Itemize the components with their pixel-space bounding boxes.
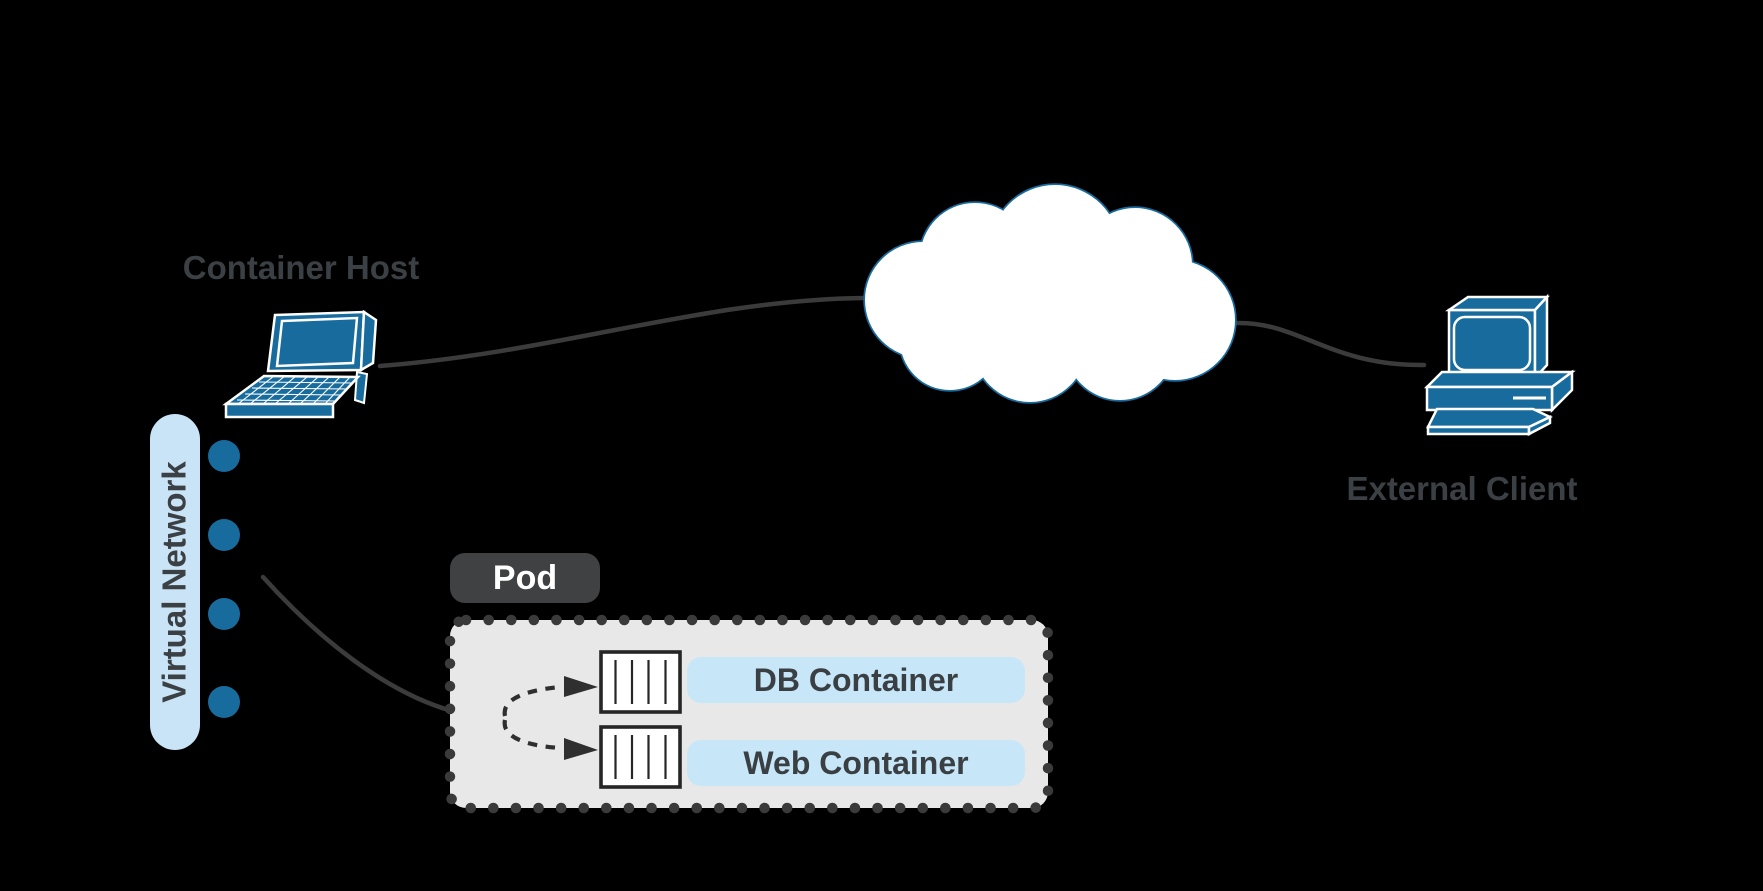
virtual-network-node: Virtual Network <box>150 414 200 750</box>
cloud-icon <box>863 183 1237 404</box>
network-port-dot <box>208 519 240 551</box>
pod-label-text: Pod <box>492 558 558 597</box>
arrowhead-web <box>564 738 598 760</box>
network-port-dot <box>208 440 240 472</box>
edge-host-cloud <box>377 295 867 369</box>
virtual-network-label: Virtual Network <box>156 461 193 703</box>
external-client-label: External Client <box>1346 470 1578 507</box>
network-port-dot <box>208 686 240 718</box>
laptop-icon <box>222 309 378 419</box>
pod-label: Pod <box>450 553 600 603</box>
db-container-label: DB Container <box>753 661 959 698</box>
desktop-computer-icon <box>1423 293 1576 437</box>
db-container-node: DB Container <box>687 657 1025 703</box>
web-container-label: Web Container <box>743 744 969 781</box>
arrowhead-db <box>564 676 598 697</box>
edge-network-pod <box>260 574 455 714</box>
pod-network-arrows <box>502 676 598 760</box>
container-crate-icon-web <box>599 725 682 789</box>
network-port-dot <box>208 598 240 630</box>
container-crate-icon-db <box>599 650 682 714</box>
network-port-dots <box>208 440 240 718</box>
container-host-label: Container Host <box>182 249 420 286</box>
web-container-node: Web Container <box>687 740 1025 786</box>
edge-cloud-client <box>1234 320 1427 368</box>
